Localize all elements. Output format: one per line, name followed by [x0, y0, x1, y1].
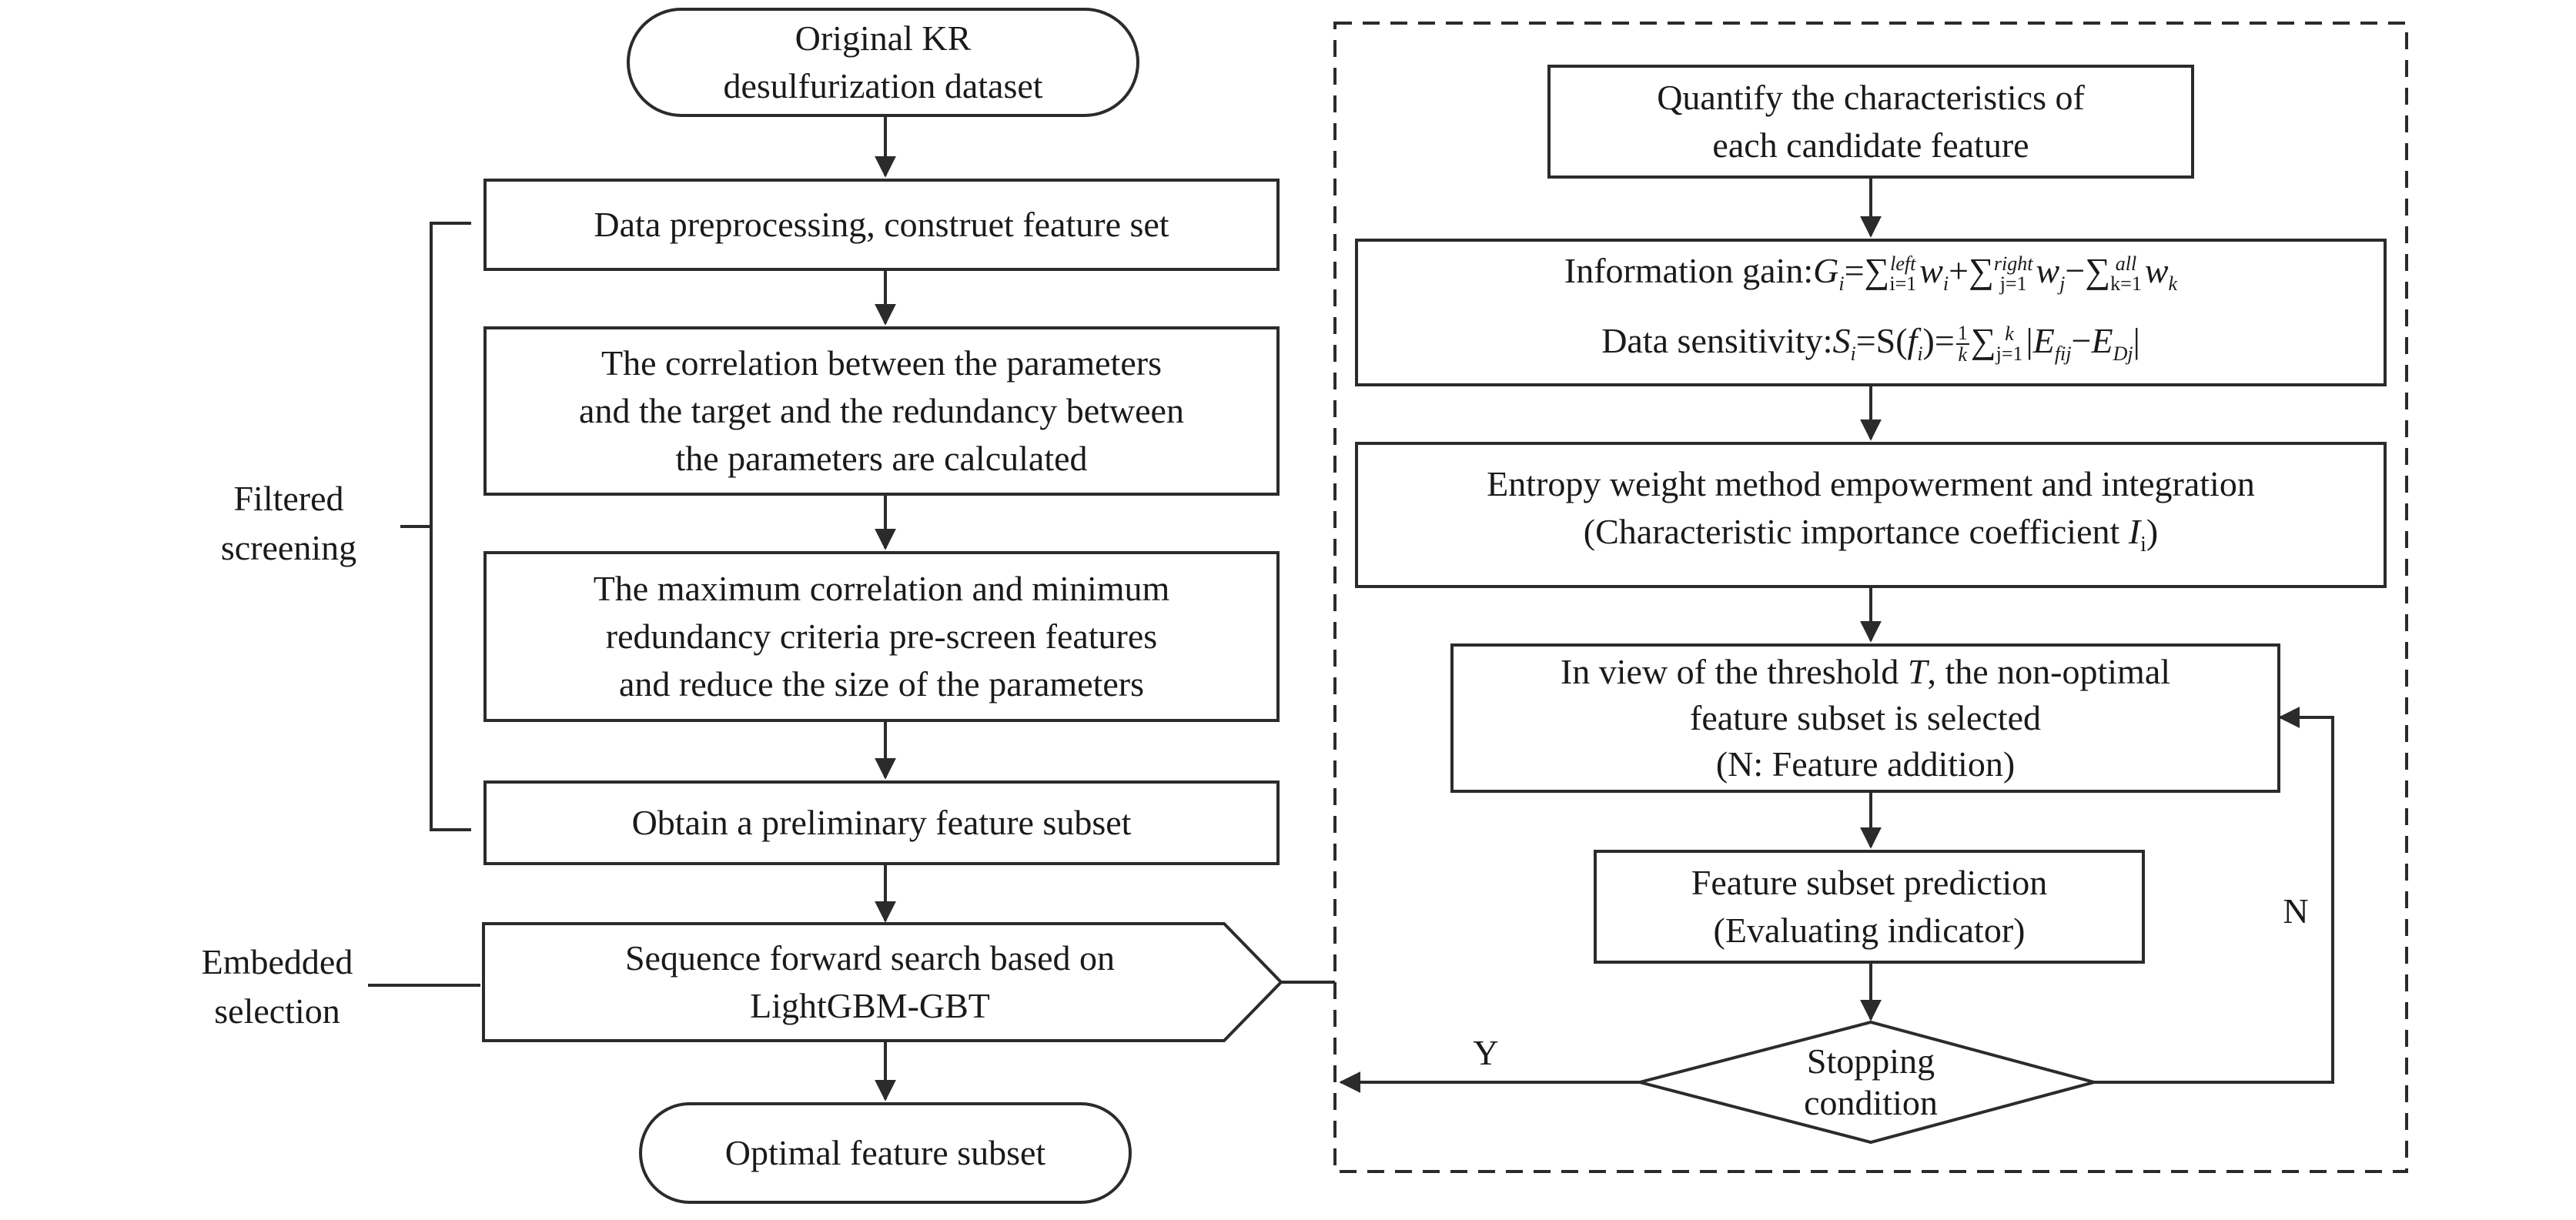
- prediction-box: Feature subset prediction (Evaluating in…: [1594, 850, 2145, 964]
- preprocess-text: Data preprocessing, construet feature se…: [594, 205, 1169, 244]
- threshold-line-3: (N: Feature addition): [1715, 744, 2016, 784]
- sfs-line-1: Sequence forward search based on: [624, 938, 1116, 978]
- correlation-line-3: the parameters are calculated: [675, 439, 1088, 478]
- sfs-text: Sequence forward search based on LightGB…: [493, 924, 1247, 1041]
- filtered-screening-label: Filtered screening: [192, 474, 385, 573]
- end-text: Optimal feature subset: [724, 1133, 1046, 1172]
- preprocess-box: Data preprocessing, construet feature se…: [483, 179, 1280, 271]
- threshold-line-2: feature subset is selected: [1690, 698, 2041, 737]
- end-terminal: Optimal feature subset: [639, 1102, 1132, 1204]
- correlation-line-1: The correlation between the parameters: [601, 343, 1162, 383]
- yes-label: Y: [1473, 1033, 1499, 1072]
- start-line-2: desulfurization dataset: [723, 66, 1043, 105]
- quantify-box: Quantify the characteristics of each can…: [1547, 65, 2194, 179]
- start-terminal: Original KR desulfurization dataset: [627, 8, 1139, 117]
- filtered-bracket: [430, 222, 471, 831]
- correlation-line-2: and the target and the redundancy betwee…: [579, 391, 1184, 430]
- quantify-line-2: each candidate feature: [1712, 125, 2029, 165]
- prediction-line-1: Feature subset prediction: [1691, 863, 2048, 902]
- embedded-line-2: selection: [214, 991, 340, 1031]
- threshold-line-1: In view of the threshold T, the non-opti…: [1560, 652, 2171, 691]
- mrmr-line-3: and reduce the size of the parameters: [619, 664, 1144, 704]
- mrmr-line-2: redundancy criteria pre-screen features: [605, 617, 1158, 656]
- preliminary-text: Obtain a preliminary feature subset: [631, 803, 1132, 842]
- filtered-line-2: screening: [220, 528, 357, 567]
- embedded-line-1: Embedded: [201, 942, 353, 981]
- sfs-shape: [482, 922, 1283, 1042]
- start-line-1: Original KR: [795, 18, 972, 58]
- quantify-line-1: Quantify the characteristics of: [1657, 78, 2085, 117]
- information-gain-label: Information gain:: [1564, 250, 1814, 290]
- stopping-diamond: [1634, 1020, 2100, 1145]
- embedded-detail-frame: [1333, 22, 2408, 1173]
- threshold-line-1a: In view of the threshold: [1560, 652, 1908, 691]
- entropy-line-2-text: (Characteristic importance coefficient: [1583, 512, 2129, 552]
- arrow-stopping-no-loop: [2094, 707, 2334, 1084]
- correlation-box: The correlation between the parameters a…: [483, 326, 1280, 496]
- embedded-selection-label: Embedded selection: [169, 938, 385, 1036]
- stopping-line-1: Stopping: [1806, 1041, 1935, 1081]
- data-sensitivity-label: Data sensitivity:: [1601, 321, 1833, 360]
- threshold-box: In view of the threshold T, the non-opti…: [1450, 643, 2280, 793]
- no-label: N: [2283, 891, 2309, 931]
- entropy-box: Entropy weight method empowerment and in…: [1355, 442, 2387, 588]
- threshold-line-1b: , the non-optimal: [1927, 652, 2171, 691]
- stopping-text: Stopping condition: [1717, 1031, 2025, 1133]
- filtered-line-1: Filtered: [233, 479, 344, 518]
- mrmr-box: The maximum correlation and minimum redu…: [483, 551, 1280, 722]
- entropy-line-1: Entropy weight method empowerment and in…: [1487, 464, 2255, 504]
- entropy-line-2: (Characteristic importance coefficient I…: [1583, 512, 2159, 557]
- prediction-line-2: (Evaluating indicator): [1713, 911, 2026, 950]
- stopping-line-2: condition: [1804, 1083, 1938, 1122]
- mrmr-line-1: The maximum correlation and minimum: [593, 569, 1170, 608]
- preliminary-box: Obtain a preliminary feature subset: [483, 780, 1280, 865]
- sfs-line-2: LightGBM-GBT: [750, 986, 990, 1025]
